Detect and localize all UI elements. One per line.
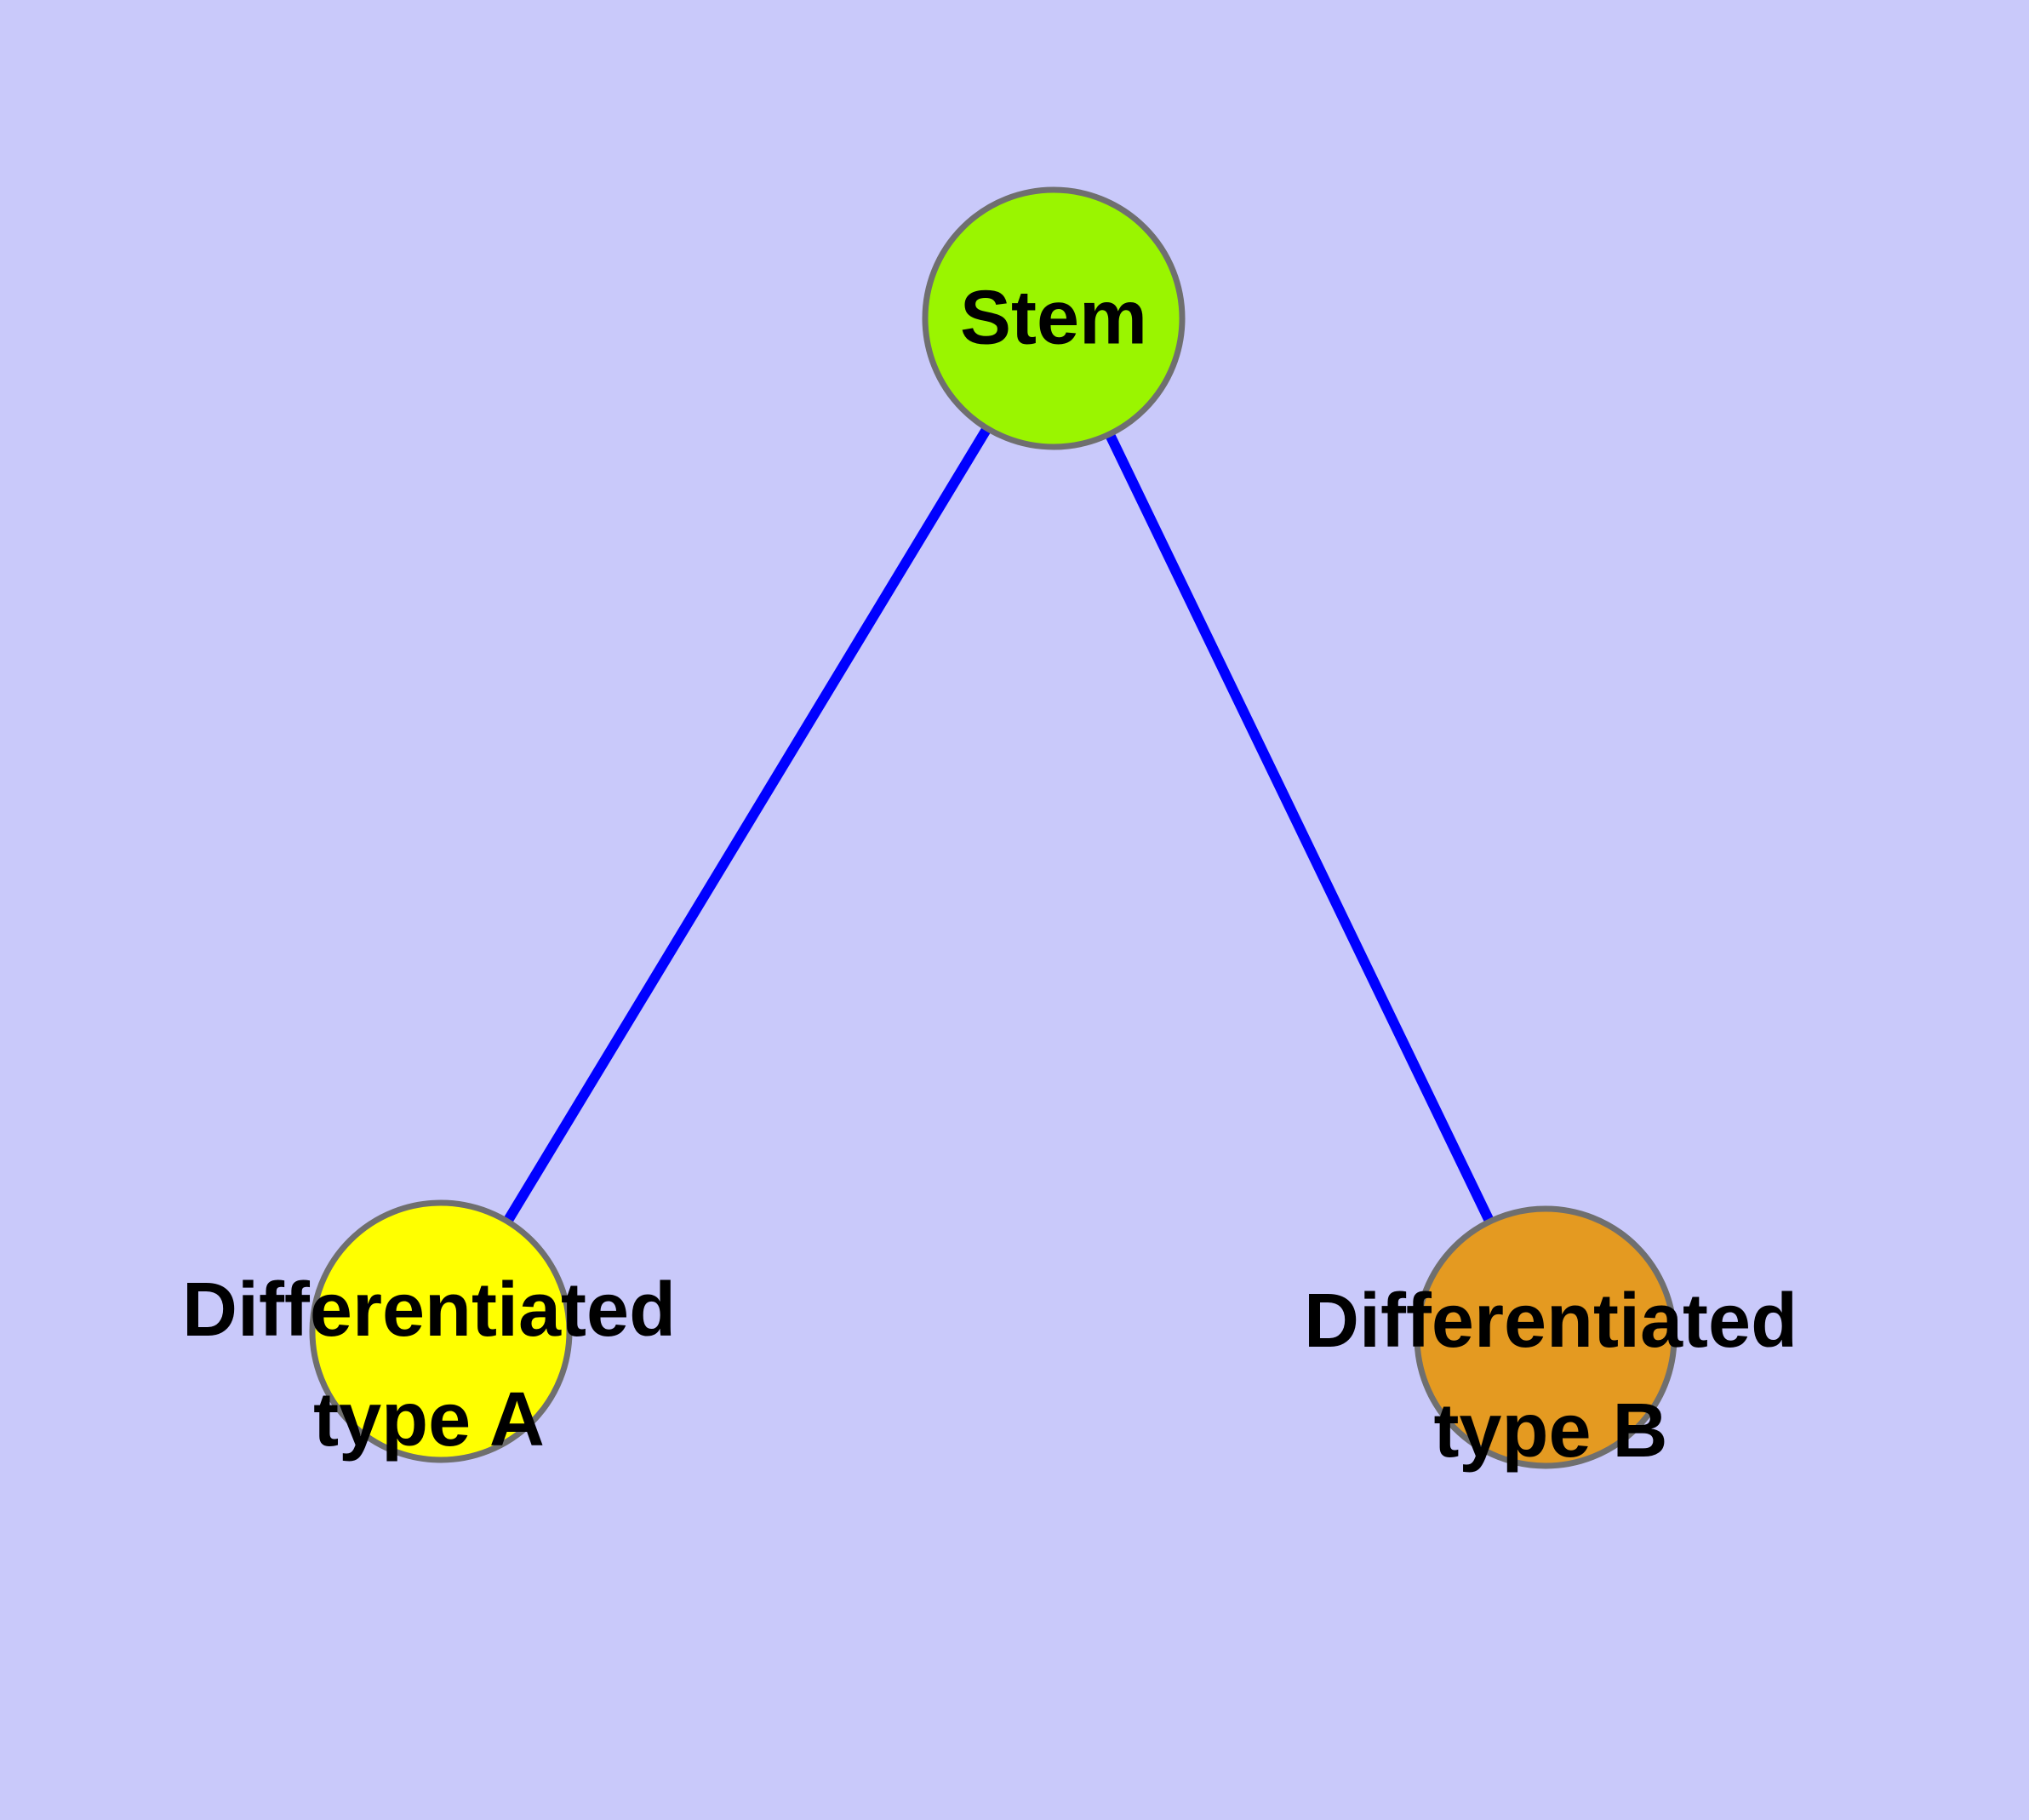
- node-stem-label-text: Stem: [959, 275, 1148, 361]
- node-type-a-label-line1: Differentiated: [181, 1268, 677, 1353]
- node-differentiated-type-b: [1414, 1205, 1677, 1469]
- node-stem: [922, 186, 1186, 450]
- edge-stem-to-type-b: [1049, 316, 1551, 1340]
- node-type-a-label-line2: type A: [313, 1377, 545, 1462]
- node-type-b-label-line2: type B: [1433, 1388, 1668, 1474]
- node-type-b-label-line1: Differentiated: [1303, 1279, 1798, 1364]
- node-differentiated-type-a-label: Differentiated type A: [182, 1256, 676, 1475]
- node-stem-label: Stem: [960, 264, 1147, 374]
- node-differentiated-type-b-label: Differentiated type B: [1304, 1267, 1798, 1486]
- node-differentiated-type-a: [309, 1199, 573, 1463]
- edge-stem-to-type-a: [436, 315, 1059, 1335]
